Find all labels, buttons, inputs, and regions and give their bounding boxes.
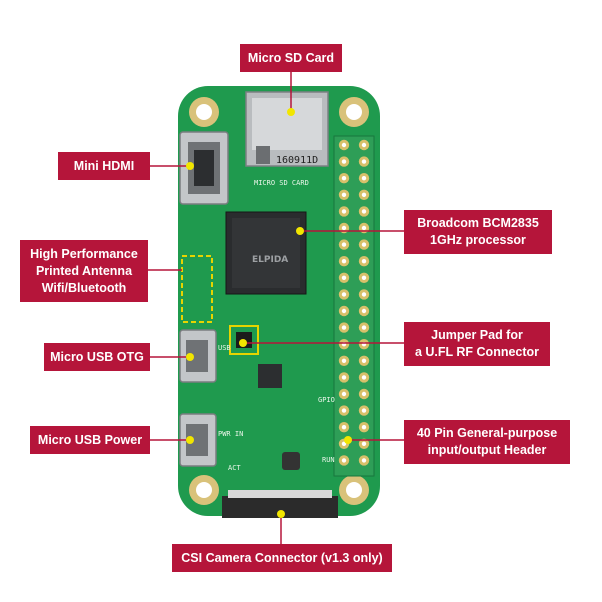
secondary-ic <box>258 364 282 388</box>
gpio-pin-hole <box>361 176 367 181</box>
jumper-pad <box>229 325 259 355</box>
gpio-pin-hole <box>341 176 347 181</box>
gpio-pin-hole <box>341 225 347 231</box>
run-silkscreen: RUN <box>322 456 335 464</box>
gpio-pin-hole <box>341 259 347 264</box>
gpio-pin-hole <box>341 159 347 164</box>
gpio-pin-hole <box>361 159 367 164</box>
label-csi: CSI Camera Connector (v1.3 only) <box>172 544 392 572</box>
gpio-pin-hole <box>341 308 347 314</box>
gpio-pin-hole <box>361 358 367 363</box>
gpio-pin-hole <box>361 192 367 197</box>
marker-power <box>186 436 194 444</box>
gpio-pin-hole <box>341 242 347 247</box>
gpio-pins <box>338 139 370 466</box>
usb-silkscreen: USB <box>218 344 231 352</box>
marker-soc <box>296 227 304 235</box>
micro-sd-slot <box>245 91 329 167</box>
gpio-pin-hole <box>341 408 347 413</box>
micro-usb-otg-port <box>179 329 217 383</box>
gpio-pin-hole <box>361 308 367 314</box>
gpio-pin-hole <box>361 242 367 247</box>
gpio-pin-hole <box>341 275 347 280</box>
label-gpio-header: 40 Pin General-purpose input/output Head… <box>404 420 570 464</box>
marker-sd <box>287 108 295 116</box>
gpio-pin-hole <box>361 259 367 264</box>
label-jumper-pad: Jumper Pad for a U.FL RF Connector <box>404 322 550 366</box>
marker-csi <box>277 510 285 518</box>
processor-chip <box>225 211 307 295</box>
gpio-pin-hole <box>341 292 347 297</box>
label-processor: Broadcom BCM2835 1GHz processor <box>404 210 552 254</box>
gpio-pin-hole <box>361 142 367 148</box>
gpio-pin-hole <box>361 292 367 297</box>
marker-gpio <box>344 436 352 444</box>
label-mini-hdmi: Mini HDMI <box>58 152 150 180</box>
gpio-pin-hole <box>361 325 367 330</box>
gpio-pin-hole <box>361 209 367 214</box>
mini-hdmi-port <box>179 131 229 205</box>
gpio-pin-hole <box>361 391 367 397</box>
gpio-pin-hole <box>341 375 347 380</box>
gpio-pin-hole <box>341 425 347 430</box>
gpio-pin-hole <box>361 225 367 231</box>
gpio-pin-hole <box>341 209 347 214</box>
gpio-pin-hole <box>341 142 347 148</box>
gpio-pin-hole <box>341 192 347 197</box>
inductor <box>282 452 300 470</box>
micro-usb-power-port <box>179 413 217 467</box>
chip-brand-text: ELPIDA <box>252 255 288 265</box>
gpio-pin-hole <box>361 275 367 280</box>
gpio-pin-hole <box>341 458 347 463</box>
gpio-pin-hole <box>361 425 367 430</box>
csi-connector <box>222 490 338 518</box>
act-silkscreen: ACT <box>228 464 241 472</box>
gpio-pin-hole <box>361 458 367 463</box>
gpio-silkscreen: GPIO <box>318 396 335 404</box>
label-micro-usb-otg: Micro USB OTG <box>44 343 150 371</box>
label-antenna: High Performance Printed Antenna Wifi/Bl… <box>20 240 148 302</box>
sd-date-code: 160911D <box>276 155 318 166</box>
label-micro-sd: Micro SD Card <box>240 44 342 72</box>
marker-hdmi <box>186 162 194 170</box>
gpio-pin-hole <box>361 375 367 380</box>
mounting-holes <box>189 97 369 505</box>
gpio-pin-hole <box>361 441 367 446</box>
sd-silkscreen-label: MICRO SD CARD <box>254 179 309 187</box>
label-micro-usb-power: Micro USB Power <box>30 426 150 454</box>
gpio-pin-hole <box>341 391 347 397</box>
pwr-silkscreen: PWR IN <box>218 430 243 438</box>
marker-jumper <box>239 339 247 347</box>
gpio-pin-hole <box>341 325 347 330</box>
gpio-pin-hole <box>341 358 347 363</box>
gpio-pin-hole <box>361 408 367 413</box>
marker-otg <box>186 353 194 361</box>
